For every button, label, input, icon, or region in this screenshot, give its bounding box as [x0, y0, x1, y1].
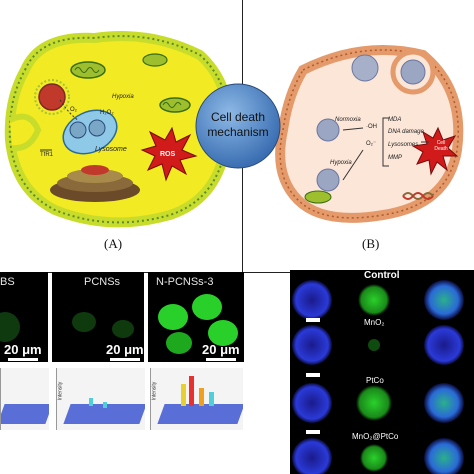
- row-label-mno2: MnO₂: [364, 318, 385, 327]
- surface-plot-2: Intensity: [56, 368, 145, 430]
- oh-label-b: ·OH: [366, 124, 377, 130]
- lysosomes-label: Lysosomes: [388, 142, 419, 148]
- scale-label-2: 20 μm: [106, 342, 144, 357]
- scale-bar-1: [8, 358, 38, 361]
- tfr1-label-a: TfR1: [40, 152, 54, 158]
- intensity-axis-label-2: Intensity: [57, 381, 64, 401]
- control-header: Control: [364, 270, 400, 281]
- panel-a-illustration: [4, 31, 234, 228]
- center-title-line2: mechanism: [207, 125, 269, 139]
- center-title-line1: Cell death: [210, 110, 266, 124]
- normoxia-label-b: Normoxia: [335, 117, 361, 123]
- scale-label-3: 20 μm: [202, 342, 240, 357]
- tile-label-pcnss: PCNSs: [84, 276, 121, 288]
- panel-b-illustration: [275, 45, 464, 223]
- scale-bar-right-3: [306, 430, 320, 434]
- panel-a-caption: (A): [104, 236, 123, 251]
- h2o2-label-a: H₂O₂: [100, 110, 114, 116]
- cell-spheroid-grid: [292, 280, 464, 474]
- o2-label-a: O₂: [70, 107, 77, 113]
- o2minus-label-b: O₂⁻: [366, 141, 377, 147]
- row-label-mno2-ptco: MnO₂@PtCo: [352, 432, 399, 441]
- intensity-axis-label-3: Intensity: [151, 381, 158, 401]
- ros-label-a: ROS: [160, 151, 176, 158]
- cell-death-label: Cell Death: [434, 140, 448, 152]
- center-circle: [195, 83, 281, 169]
- tile-label-npcnss3: N-PCNSs-3: [156, 276, 214, 288]
- scale-bar-2: [110, 358, 140, 361]
- scale-label-1: 20 μm: [4, 342, 42, 357]
- dna-damage-label: DNA damage: [388, 129, 424, 135]
- scale-bar-3: [206, 358, 236, 361]
- hypoxia-label-b: Hypoxia: [330, 160, 352, 166]
- row-label-ptco: PtCo: [366, 376, 384, 385]
- surface-plot-3: Intensity: [150, 368, 243, 430]
- surface-plot-1: [0, 368, 49, 430]
- hypoxia-label-a: Hypoxia: [112, 94, 134, 100]
- scale-bar-right-2: [306, 373, 320, 377]
- micro-tile-3: [148, 272, 244, 362]
- panel-b-caption: (B): [362, 236, 380, 251]
- micro-tile-1: [0, 272, 48, 362]
- micro-tile-2: [52, 272, 144, 362]
- mmp-label: MMP: [388, 155, 402, 161]
- lysosome-label-a: Lysosome: [95, 146, 127, 153]
- scale-bar-right-1: [306, 318, 320, 322]
- mda-label: MDA: [388, 117, 402, 123]
- tile-label-bs: BS: [0, 276, 15, 288]
